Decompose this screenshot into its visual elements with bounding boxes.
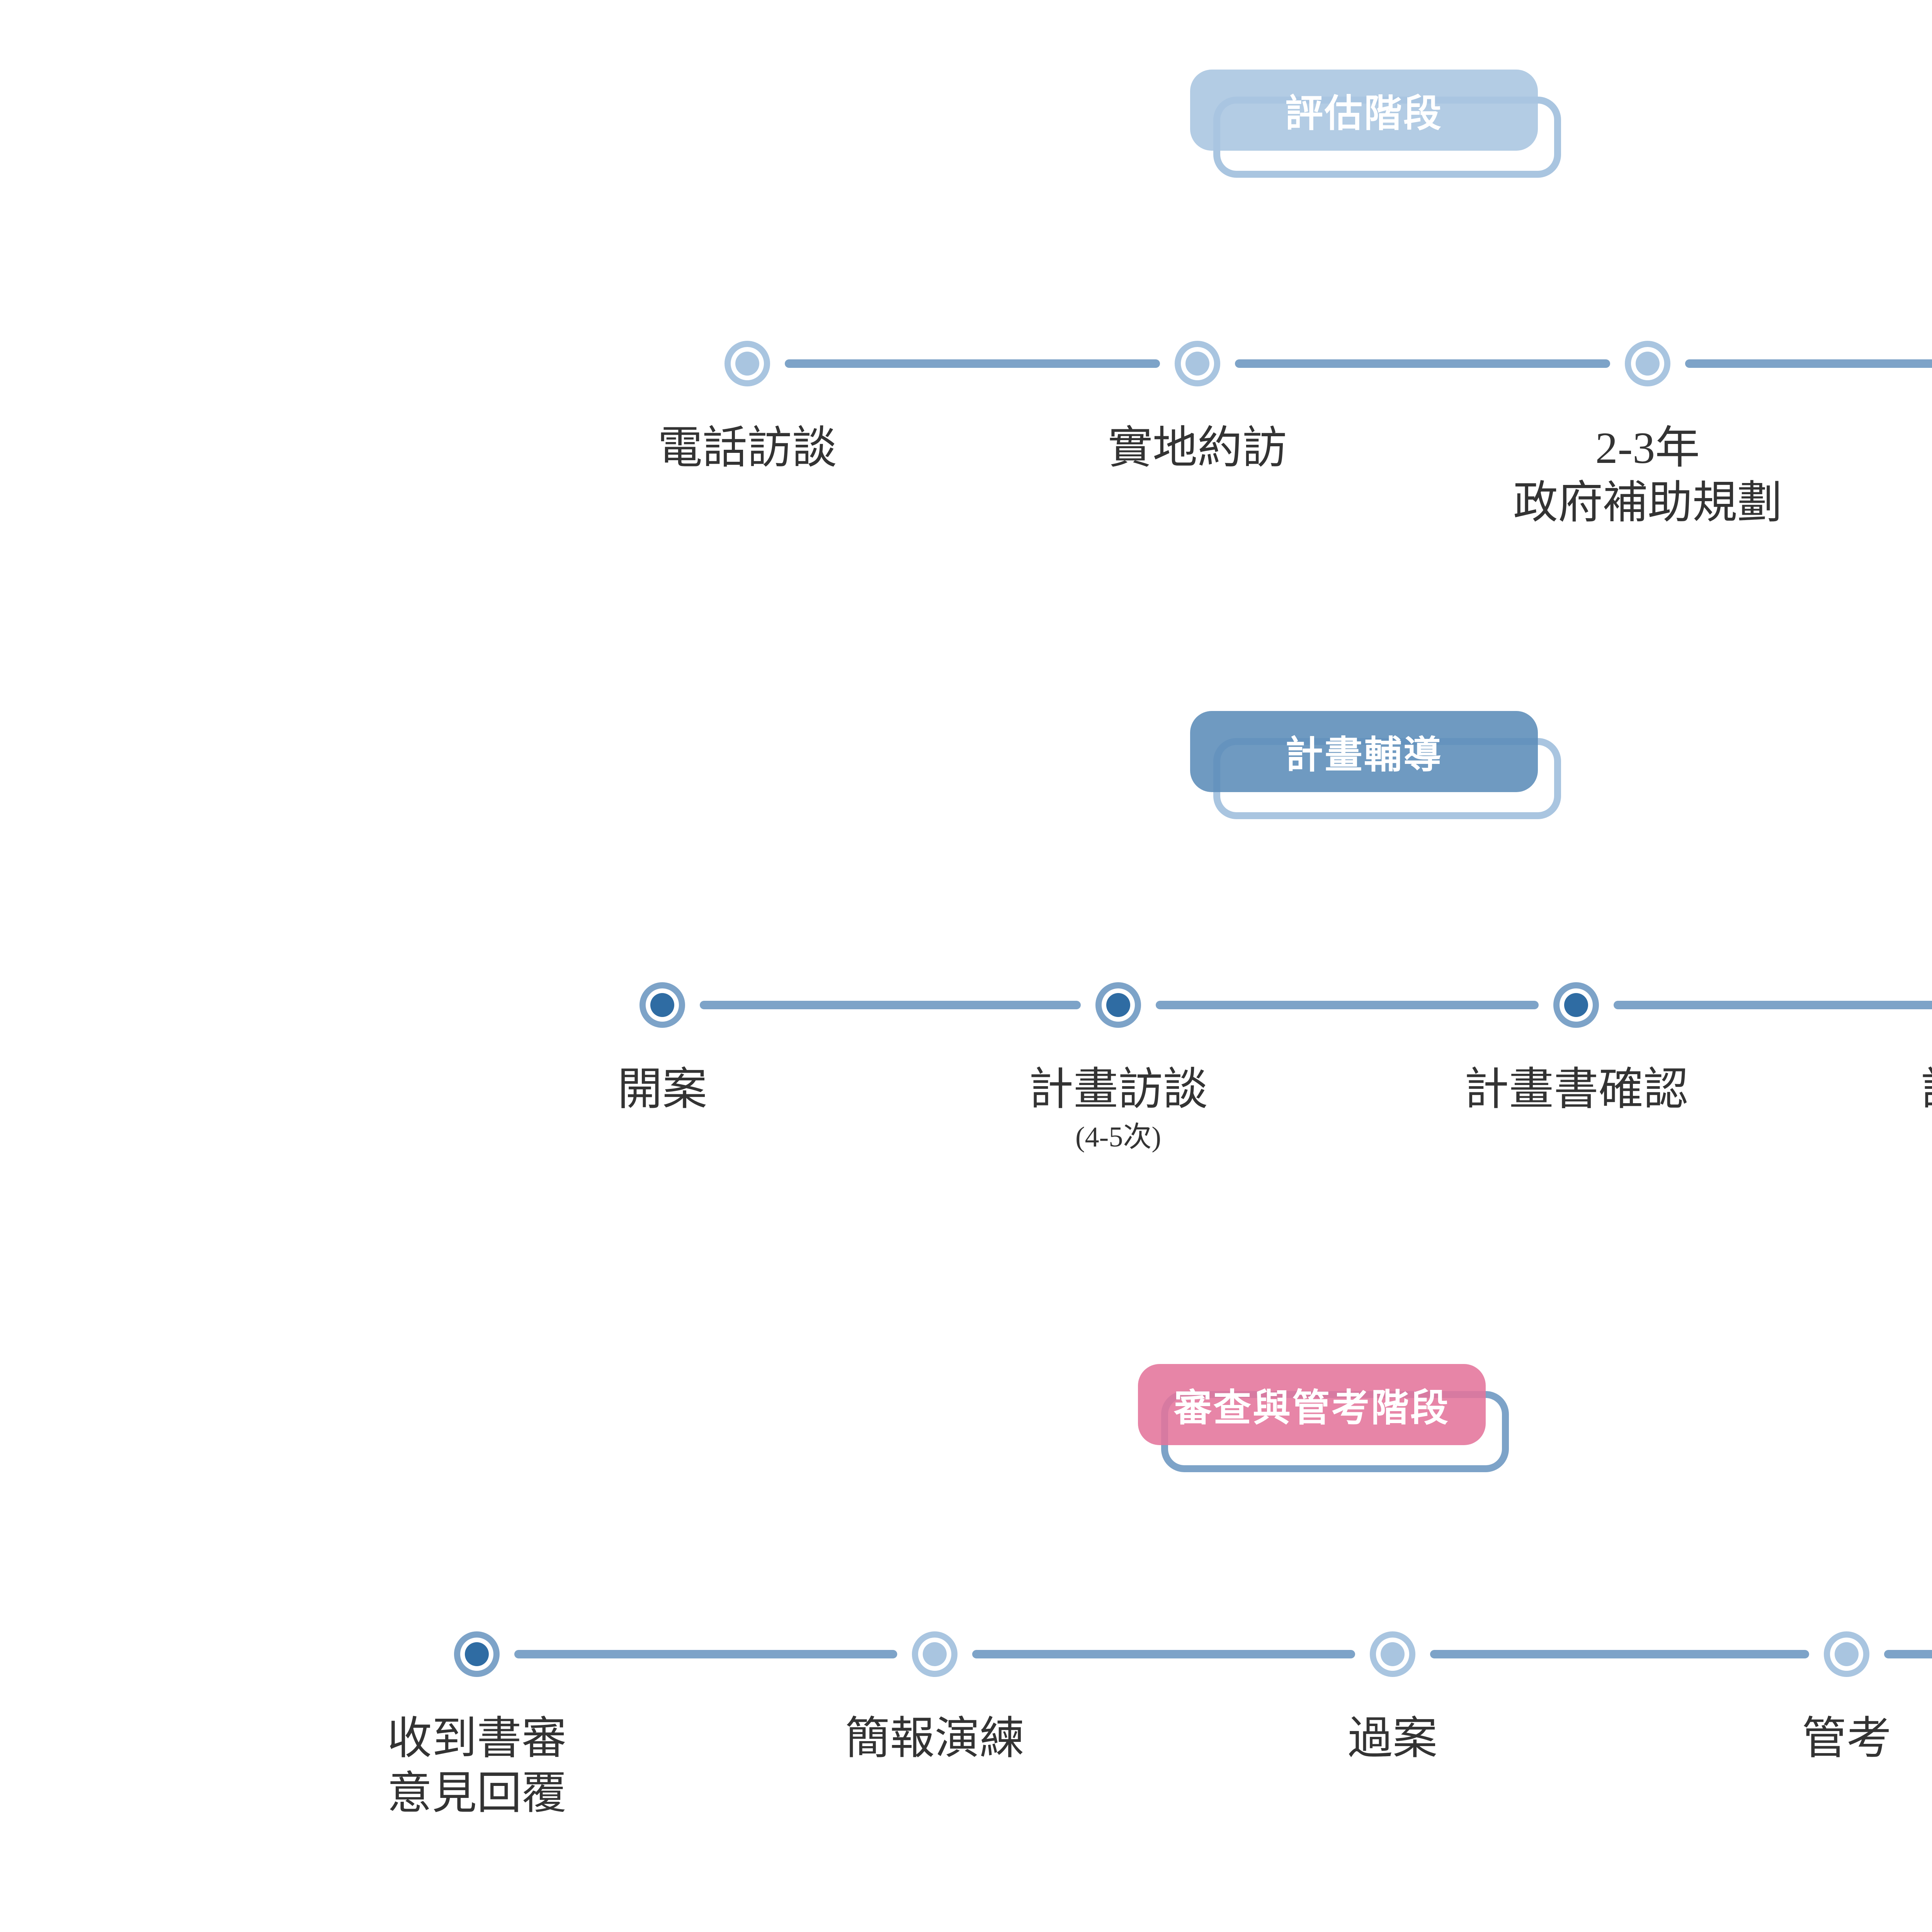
stage-badge-label: 審查與管考階段 xyxy=(1173,1386,1450,1430)
connector-line xyxy=(1884,1650,1932,1658)
node-label: 實地約訪 xyxy=(927,421,1468,476)
node-label: 收到書審意見回覆 xyxy=(206,1712,747,1821)
node-dot-icon xyxy=(1185,352,1209,376)
node-dot-icon xyxy=(923,1642,947,1666)
stage-badge-evaluation: 評估階段 xyxy=(1190,70,1561,178)
stage-badge-review-and-monitoring: 審查與管考階段 xyxy=(1138,1364,1509,1472)
connector-line xyxy=(700,1001,1081,1009)
node-dot-icon xyxy=(735,352,759,376)
node-label: 過案 xyxy=(1122,1712,1663,1767)
timeline-node[interactable] xyxy=(1824,1631,1869,1677)
connector-line xyxy=(1156,1001,1539,1009)
node-label-main: 實地約訪 xyxy=(1108,423,1287,473)
node-label-main: 過案 xyxy=(1348,1714,1437,1764)
timeline-node[interactable] xyxy=(1553,982,1599,1028)
stage-badge-fill xyxy=(1190,711,1538,792)
node-dot-icon xyxy=(1381,1642,1405,1666)
node-label: 計劃書送件 xyxy=(1762,1063,1932,1117)
node-dot-icon xyxy=(1835,1642,1859,1666)
stage-badge-planning-guidance: 計畫輔導 xyxy=(1190,711,1561,819)
node-label-secondline: 政府補助規劃 xyxy=(1513,478,1782,528)
node-label: 2-3年政府補助規劃 xyxy=(1377,421,1918,531)
node-label-main: 簽約 xyxy=(1827,421,1932,476)
connector-line xyxy=(1235,359,1610,368)
node-label-main: 管考 xyxy=(1802,1714,1891,1764)
timeline-node[interactable] xyxy=(1175,341,1220,386)
node-dot-icon xyxy=(1636,352,1660,376)
stage-badge-label: 評估階段 xyxy=(1285,92,1443,136)
node-label-main: 開案 xyxy=(617,1065,707,1114)
node-dot-icon xyxy=(650,993,674,1017)
connector-line xyxy=(1614,1001,1932,1009)
node-dot-icon xyxy=(1106,993,1130,1017)
node-label-main: 電話訪談 xyxy=(658,423,837,473)
node-label: 管考 xyxy=(1576,1712,1932,1767)
connector-line xyxy=(1685,359,1932,368)
timeline-node[interactable] xyxy=(639,982,685,1028)
node-label-main: 簡報演練 xyxy=(845,1714,1024,1764)
connector-line xyxy=(1430,1650,1809,1658)
timeline-node[interactable] xyxy=(1625,341,1670,386)
node-label: 計畫書確認 xyxy=(1306,1063,1847,1117)
node-label: 電話訪談 xyxy=(477,421,1018,476)
timeline-node[interactable] xyxy=(1095,982,1141,1028)
node-label-main: 計劃書送件 xyxy=(1762,1063,1932,1117)
connector-line xyxy=(514,1650,897,1658)
node-label-main: 收到書審 xyxy=(387,1714,566,1764)
node-label-count: (4-5次) xyxy=(1075,1121,1161,1153)
node-label-main: 2-3年 xyxy=(1595,423,1700,473)
stage-badge-fill xyxy=(1190,70,1538,151)
node-dot-icon xyxy=(465,1642,489,1666)
timeline-node[interactable] xyxy=(1370,1631,1415,1677)
node-label-main: 計畫書確認 xyxy=(1464,1065,1688,1114)
timeline-node[interactable] xyxy=(724,341,770,386)
node-label-main: 計畫訪談 xyxy=(1029,1065,1208,1114)
node-dot-icon xyxy=(1564,993,1588,1017)
connector-line xyxy=(785,359,1160,368)
node-label: 簡報演練 xyxy=(664,1712,1205,1767)
node-label: 計畫訪談 (4-5次) xyxy=(848,1063,1389,1155)
stage-badge-label: 計畫輔導 xyxy=(1285,733,1443,777)
node-label: 簽約 xyxy=(1827,421,1932,476)
node-label: 開案 xyxy=(392,1063,933,1117)
timeline-node[interactable] xyxy=(454,1631,500,1677)
stage-badge-fill xyxy=(1138,1364,1486,1445)
timeline-node[interactable] xyxy=(912,1631,957,1677)
node-label-secondline: 意見回覆 xyxy=(387,1769,566,1818)
connector-line xyxy=(972,1650,1355,1658)
